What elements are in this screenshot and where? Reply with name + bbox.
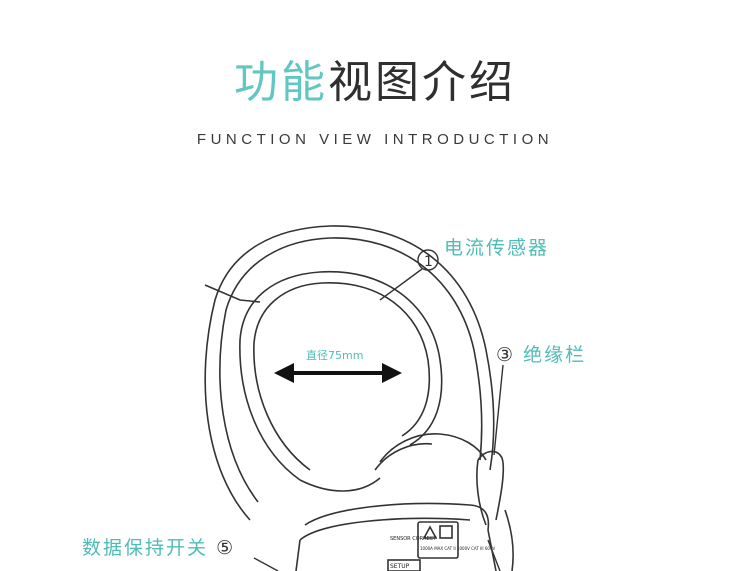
page-title: 功能视图介绍 (0, 52, 750, 114)
callout-hold-number: ⑤ (216, 537, 236, 559)
clamp-jaw (204, 225, 495, 521)
indicator-text: SENSOR CORRECT (390, 536, 437, 542)
warning-text: 1000A MAX CAT II 1000V CAT III 600V (420, 546, 496, 551)
callout-insulation (493, 364, 504, 456)
diameter-arrow (274, 363, 402, 383)
callout-insulation: ③ 绝缘栏 (496, 340, 586, 367)
callout-sensor-number: 1 (424, 254, 433, 270)
callout-hold (253, 539, 501, 571)
title-rest: 视图介绍 (328, 57, 516, 108)
callout-insulation-number: ③ (496, 344, 516, 366)
setup-button-label: SETUP (390, 563, 410, 570)
diameter-label: 直径75mm (306, 348, 363, 362)
insulation-barrier (476, 450, 505, 526)
callout-hold: 数据保持开关 ⑤ (82, 533, 235, 560)
callout-sensor: 1 (379, 249, 439, 301)
page-subtitle: FUNCTION VIEW INTRODUCTION (196, 131, 554, 148)
callout-insulation-label: 绝缘栏 (523, 344, 587, 366)
callout-hold-label: 数据保持开关 (82, 537, 209, 559)
meter-body (295, 502, 514, 571)
callout-sensor-label: 电流传感器 (444, 237, 550, 259)
title-accent: 功能 (234, 57, 328, 108)
